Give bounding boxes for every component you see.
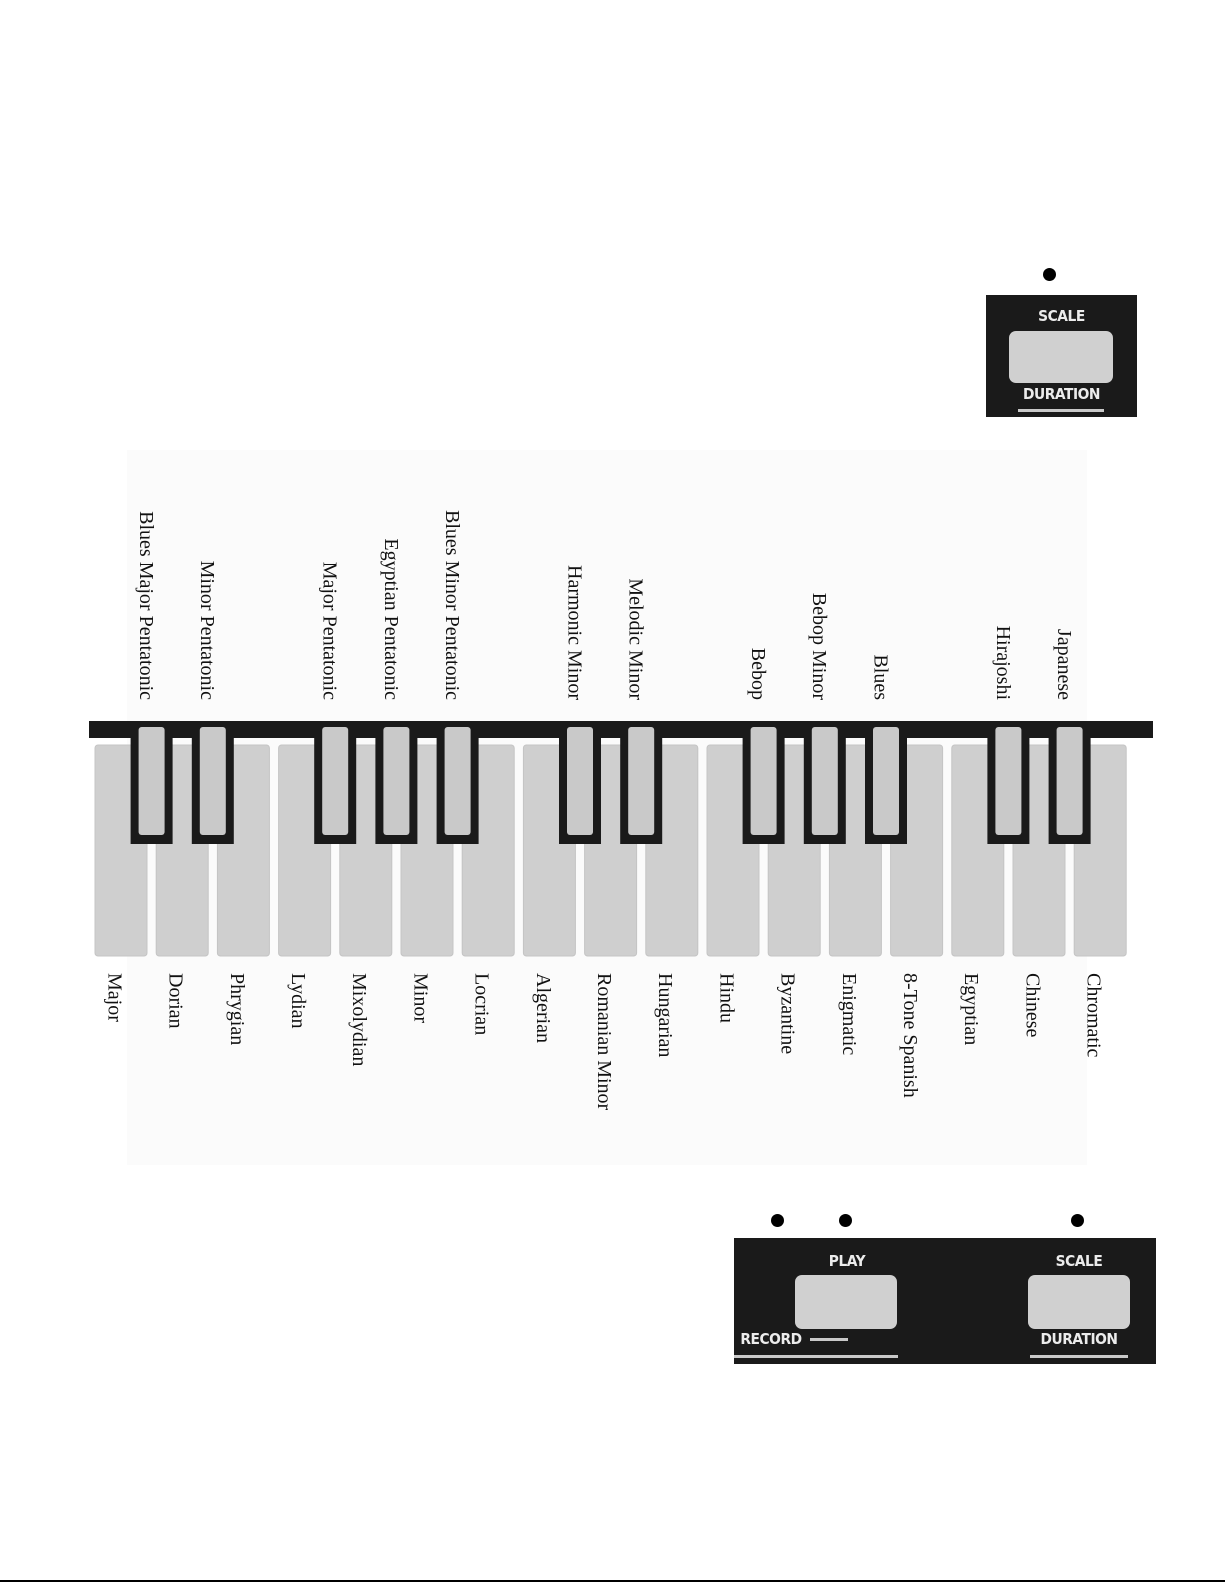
white-key-label: Mixolydian xyxy=(348,973,370,1066)
duration-underline-bottom xyxy=(1030,1355,1128,1358)
scale-button[interactable] xyxy=(1009,331,1113,383)
record-indicator-dot xyxy=(771,1214,784,1227)
top-scale-panel: SCALE DURATION xyxy=(986,295,1137,417)
white-key-label: Byzantine xyxy=(777,973,799,1054)
black-key[interactable] xyxy=(199,727,226,835)
duration-underline xyxy=(1018,409,1104,412)
black-key-label: Blues Major Pentatonic xyxy=(135,511,157,700)
black-key[interactable] xyxy=(567,727,593,835)
white-key-label: Major xyxy=(103,973,125,1022)
white-key-label: Hindu xyxy=(715,973,737,1023)
duration-label-bottom: DURATION xyxy=(1040,1330,1118,1348)
bottom-control-panel: PLAY RECORD SCALE DURATION xyxy=(734,1238,1156,1364)
white-key-label: Chinese xyxy=(1021,973,1043,1038)
white-key-label: Romanian Minor xyxy=(593,973,615,1111)
scale-label: SCALE xyxy=(1038,307,1085,325)
black-key[interactable] xyxy=(1056,727,1083,835)
black-key-label: Hirajoshi xyxy=(992,626,1014,701)
play-button[interactable] xyxy=(795,1275,897,1329)
black-key-label: Minor Pentatonic xyxy=(196,561,218,701)
white-key-label: Locrian xyxy=(471,973,493,1035)
play-label: PLAY xyxy=(828,1252,866,1270)
black-key[interactable] xyxy=(444,727,471,835)
black-key[interactable] xyxy=(811,727,838,835)
black-key-label: Egyptian Pentatonic xyxy=(380,538,402,700)
black-key[interactable] xyxy=(383,727,410,835)
scale-indicator-dot xyxy=(1043,268,1056,281)
duration-label: DURATION xyxy=(1022,385,1101,403)
black-key-label: Bebop Minor xyxy=(808,593,830,701)
black-key-label: Melodic Minor xyxy=(625,578,647,700)
record-label: RECORD xyxy=(740,1330,802,1348)
scale-label-bottom: SCALE xyxy=(1055,1252,1103,1270)
white-key-label: Lydian xyxy=(287,973,309,1029)
scale-indicator-dot-bottom xyxy=(1071,1214,1084,1227)
white-key-label: 8-Tone Spanish xyxy=(899,973,921,1098)
black-key-label: Major Pentatonic xyxy=(319,562,341,700)
scale-button-bottom[interactable] xyxy=(1028,1275,1130,1329)
black-key-label: Harmonic Minor xyxy=(563,565,585,700)
page-bottom-rule xyxy=(0,1580,1225,1582)
white-key-label: Hungarian xyxy=(654,973,676,1057)
white-key-label: Egyptian xyxy=(960,973,982,1045)
black-key[interactable] xyxy=(995,727,1022,835)
white-key-label: Dorian xyxy=(165,973,187,1029)
black-key-label: Japanese xyxy=(1053,629,1075,700)
play-indicator-dot xyxy=(839,1214,852,1227)
black-key[interactable] xyxy=(138,727,165,835)
record-dash xyxy=(810,1338,848,1341)
white-key-label: Phrygian xyxy=(226,973,248,1045)
white-key-label: Algerian xyxy=(532,973,554,1043)
black-key[interactable] xyxy=(322,727,349,835)
black-key[interactable] xyxy=(873,727,899,835)
white-key-label: Minor xyxy=(409,973,431,1023)
white-key-label: Chromatic xyxy=(1083,973,1105,1058)
white-key-label: Enigmatic xyxy=(838,973,860,1055)
record-underline xyxy=(734,1355,898,1358)
black-key-label: Bebop xyxy=(747,648,769,700)
black-key[interactable] xyxy=(628,727,655,835)
black-key[interactable] xyxy=(750,727,777,835)
black-key-label: Blues Minor Pentatonic xyxy=(441,510,463,700)
black-key-label: Blues xyxy=(869,654,891,700)
